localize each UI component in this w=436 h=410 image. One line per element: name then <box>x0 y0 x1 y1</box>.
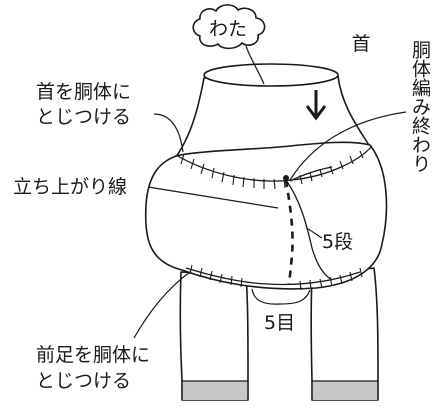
rise-line <box>284 179 294 285</box>
body-end-leader <box>289 111 407 181</box>
cloud-label: わた <box>209 18 247 40</box>
five-stitches-bracket <box>251 288 311 305</box>
neck-seam-stitches <box>180 150 364 190</box>
body-end-label: 胴体編み終わり <box>409 40 431 173</box>
right-leg-sole <box>313 381 377 400</box>
rise-line-leader <box>147 186 279 209</box>
left-leg <box>179 271 249 401</box>
neck-opening <box>203 63 339 87</box>
left-leg-sole <box>183 381 247 400</box>
attach-neck-label-line2: とじつける <box>36 106 131 128</box>
rise-line-start-dot <box>283 175 289 181</box>
leg-body-seam <box>185 267 361 286</box>
five-rows-bracket <box>285 179 333 281</box>
attach-leg-label-line1: 前足を胴体に <box>36 344 150 366</box>
five-rows-leader <box>305 227 323 239</box>
five-rows-label: 5段 <box>322 231 353 253</box>
attach-leg-label-line2: とじつける <box>36 370 131 392</box>
attach-leg-leader <box>133 271 191 339</box>
attach-neck-label-line1: 首を胴体に <box>36 81 131 103</box>
cloud-arrow-leader <box>245 45 265 85</box>
body <box>144 141 388 290</box>
neck-label: 首 <box>351 33 370 55</box>
five-stitches-label: 5目 <box>264 312 295 334</box>
leg-seam-stitches <box>189 264 363 291</box>
right-leg <box>310 267 379 401</box>
body-end-seam <box>289 166 333 182</box>
rise-line-label: 立ち上がり線 <box>13 176 127 198</box>
down-arrow-icon <box>305 90 327 121</box>
cloud-icon <box>192 4 266 50</box>
attach-neck-leader <box>153 113 184 153</box>
